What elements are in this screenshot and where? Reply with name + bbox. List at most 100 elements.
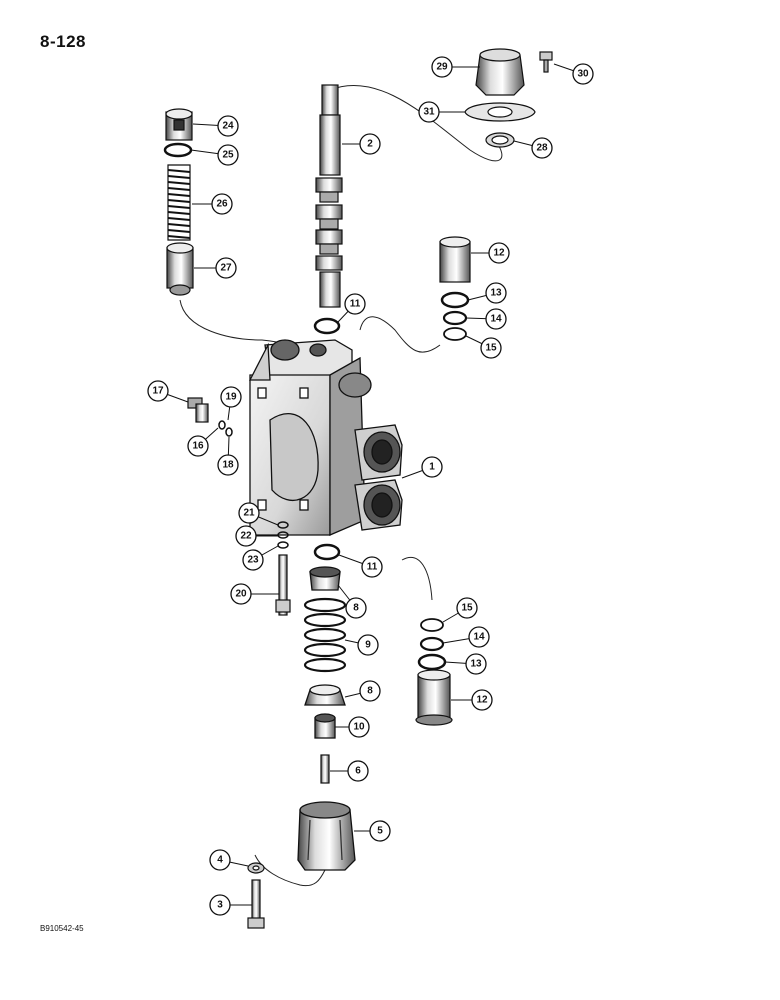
callout-c8a: 8 [345, 597, 367, 619]
callout-circle [480, 337, 502, 359]
callout-c24: 24 [217, 115, 239, 137]
callout-label: 5 [377, 826, 383, 837]
callout-circle [242, 549, 264, 571]
callout-circle [209, 849, 231, 871]
callout-label: 1 [429, 462, 435, 473]
spring-cap [297, 801, 356, 871]
callout-c3: 3 [209, 894, 231, 916]
callout-circle [344, 293, 366, 315]
callout-c29: 29 [431, 56, 453, 78]
callout-circle [485, 282, 507, 304]
callout-circle [531, 137, 553, 159]
callout-label: 23 [247, 555, 259, 566]
callout-c4: 4 [209, 849, 231, 871]
callout-circle [359, 133, 381, 155]
callout-c21: 21 [238, 502, 260, 524]
page-number: 8-128 [40, 32, 86, 51]
callout-label: 3 [217, 900, 223, 911]
callout-label: 16 [192, 441, 204, 452]
callout-circle [211, 193, 233, 215]
callout-c14a: 14 [485, 308, 507, 330]
callout-circle [217, 454, 239, 476]
callout-circle [348, 716, 370, 738]
callout-label: 20 [235, 589, 247, 600]
callout-label: 28 [536, 143, 548, 154]
callout-circle [217, 115, 239, 137]
callout-label: 15 [485, 343, 497, 354]
callout-c23: 23 [242, 549, 264, 571]
callout-circle [187, 435, 209, 457]
callout-label: 30 [577, 69, 589, 80]
callout-label: 26 [216, 199, 228, 210]
callout-c11a: 11 [344, 293, 366, 315]
callout-circle [345, 597, 367, 619]
callout-circle [359, 680, 381, 702]
callout-label: 31 [423, 107, 435, 118]
callout-label: 25 [222, 150, 234, 161]
callout-circle [357, 634, 379, 656]
callout-circle [465, 653, 487, 675]
callout-c10: 10 [348, 716, 370, 738]
callout-c12a: 12 [488, 242, 510, 264]
callout-circle [471, 689, 493, 711]
callout-c27: 27 [215, 257, 237, 279]
cap-screw-small [320, 754, 330, 784]
callout-circle [421, 456, 443, 478]
callout-label: 24 [222, 121, 234, 132]
callout-c13b: 13 [465, 653, 487, 675]
valve-body [248, 339, 403, 536]
callout-c20: 20 [230, 583, 252, 605]
callout-circle [456, 597, 478, 619]
callout-label: 21 [243, 508, 255, 519]
callout-circle [217, 144, 239, 166]
callout-c28: 28 [531, 137, 553, 159]
spool [315, 84, 343, 308]
callout-label: 13 [490, 288, 502, 299]
callout-c26: 26 [211, 193, 233, 215]
callout-label: 27 [220, 263, 232, 274]
callout-circle [488, 242, 510, 264]
callout-c8b: 8 [359, 680, 381, 702]
callout-label: 22 [240, 531, 252, 542]
callout-circle [361, 556, 383, 578]
callout-label: 18 [222, 460, 234, 471]
callout-c22: 22 [235, 525, 257, 547]
callout-c9: 9 [357, 634, 379, 656]
callout-c16: 16 [187, 435, 209, 457]
centering-spring-assembly [303, 566, 347, 739]
callout-label: 2 [367, 139, 373, 150]
callout-c18: 18 [217, 454, 239, 476]
callout-c31: 31 [418, 101, 440, 123]
relief-plug-assembly [165, 108, 194, 296]
callout-c6: 6 [347, 760, 369, 782]
callout-circle [209, 894, 231, 916]
callout-circle [485, 308, 507, 330]
callout-c25: 25 [217, 144, 239, 166]
callout-c14b: 14 [468, 626, 490, 648]
callout-circle [347, 760, 369, 782]
callout-circle [230, 583, 252, 605]
callout-c11b: 11 [361, 556, 383, 578]
callout-label: 11 [350, 299, 361, 310]
callout-label: 8 [353, 603, 359, 614]
callout-c5: 5 [369, 820, 391, 842]
callout-circle [418, 101, 440, 123]
callout-label: 12 [476, 695, 488, 706]
callout-circle [215, 257, 237, 279]
callout-label: 14 [490, 314, 502, 325]
callout-c2: 2 [359, 133, 381, 155]
callout-label: 9 [365, 640, 371, 651]
callout-c30: 30 [572, 63, 594, 85]
callout-label: 19 [225, 392, 237, 403]
callout-label: 29 [436, 62, 448, 73]
callout-circle [147, 380, 169, 402]
callout-label: 6 [355, 766, 361, 777]
figure-code: B910542-45 [40, 924, 84, 933]
callout-c13a: 13 [485, 282, 507, 304]
callout-circle [572, 63, 594, 85]
callout-label: 4 [217, 855, 223, 866]
callout-label: 14 [473, 632, 485, 643]
callout-label: 11 [367, 562, 378, 573]
